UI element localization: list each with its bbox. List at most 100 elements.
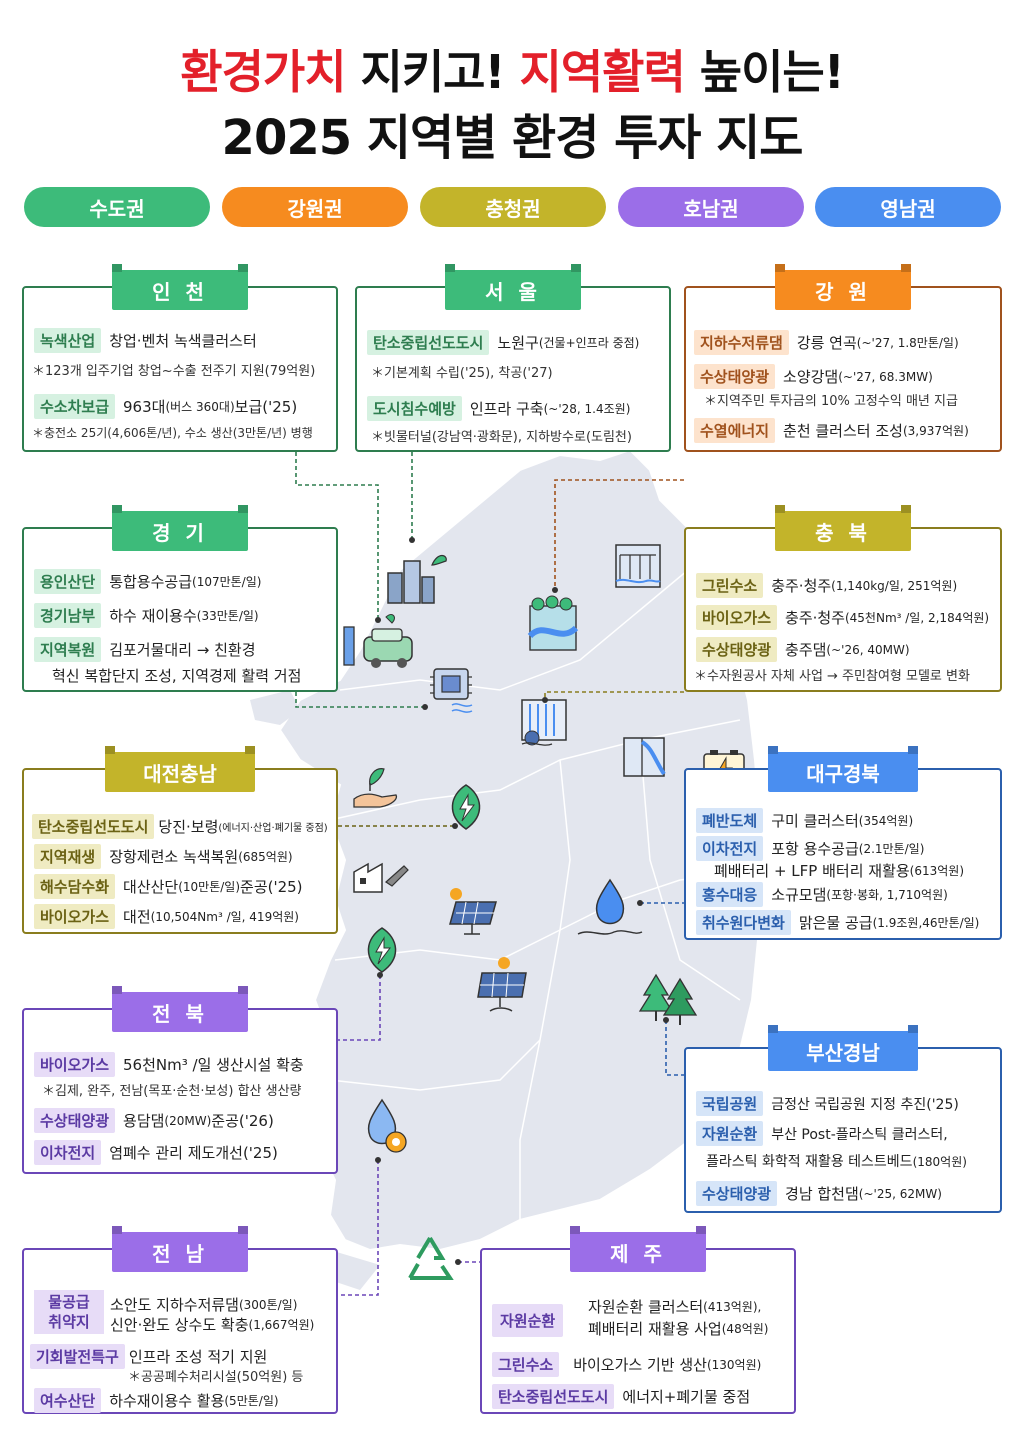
gangwon-small-2: (~'27, 68.3MW) (838, 369, 933, 384)
daejeon-tag-3: 해수담수화 (34, 874, 116, 899)
seoul-text-2: 인프라 구축 (469, 400, 544, 418)
seoul-note-2: ＊빗물터널(강남역·광화문), 지하방수로(도림천) (371, 430, 632, 445)
jeonbuk-text-1: 56천Nm³ /일 생산시설 확충 (123, 1056, 304, 1074)
jeonnam-tag-1a: 물공급 (48, 1293, 90, 1311)
water-gear-icon (367, 1098, 407, 1153)
gyeonggi-tag-1: 용인산단 (34, 569, 102, 594)
legend-honam: 호남권 (618, 187, 804, 227)
jeonnam-tag-1b: 취약지 (48, 1313, 90, 1331)
seoul-small-1: (건물+인프라 중점) (538, 336, 640, 350)
jeju-small-1b: (48억원) (721, 1322, 769, 1336)
jeju-text-2: 바이오가스 기반 생산 (573, 1356, 707, 1374)
gyeonggi-text-2: 하수 재이용수 (109, 607, 197, 625)
box-jeonnam: 전 남 물공급 취약지 소안도 지하수저류댐(300톤/일) 신안·완도 상수도… (22, 1232, 338, 1414)
jeonnam-tag-1: 물공급 취약지 (34, 1290, 104, 1334)
chungbuk-note-1: ＊수자원공사 자체 사업 → 주민참여형 모델로 변화 (694, 669, 970, 684)
incheon-text-2b: 보급('25) (234, 398, 298, 416)
jeju-row-1: 자원순환 클러스터(413억원), (588, 1296, 761, 1317)
seoul-note-1: ＊기본계획 수립('25), 착공('27) (371, 366, 553, 381)
jeonnam-small-3: (5만톤/일) (224, 1394, 279, 1408)
seoul-text-1: 노원구 (497, 334, 539, 352)
daegu-small-2b: (613억원) (909, 864, 965, 878)
busan-text-3: 경남 합천댐 (785, 1185, 859, 1203)
daegu-small-3: (포항·봉화, 1,710억원) (826, 888, 948, 902)
gangwon-small-3: (3,937억원) (902, 424, 969, 438)
recycle-icon (408, 1236, 454, 1280)
chungbuk-small-3: (~'26, 40MW) (826, 642, 910, 657)
busan-small-3: (~'25, 62MW) (858, 1186, 942, 1201)
incheon-text-2: 963대 (123, 398, 166, 416)
jeonbuk-tag-2: 수상태양광 (34, 1108, 116, 1133)
jeju-tag-1-wrap: 자원순환 (492, 1304, 571, 1337)
daegu-tag-3: 홍수대응 (696, 882, 764, 907)
jeju-title: 제 주 (570, 1232, 706, 1272)
jeonbuk-tag-1: 바이오가스 (34, 1052, 116, 1077)
dam-spillway-icon (623, 737, 666, 777)
waterfall-gear-icon (521, 699, 567, 746)
chungbuk-tag-3: 수상태양광 (696, 637, 778, 662)
gyeonggi-small-2: (33만톤/일) (196, 609, 259, 623)
gangwon-title: 강 원 (775, 270, 911, 310)
jeonbuk-title: 전 북 (112, 992, 248, 1032)
daejeon-small-4: (10,504Nm³ /일, 419억원) (150, 910, 299, 924)
jeonbuk-text-2b: 준공('26) (211, 1112, 274, 1130)
daegu-text-2b: 폐배터리 + LFP 배터리 재활용 (714, 862, 910, 880)
jeju-text-1: 자원순환 클러스터 (588, 1298, 704, 1316)
gangwon-note-1: ＊지역주민 투자금의 10% 고정수익 매년 지급 (704, 394, 958, 409)
connector-dots (375, 537, 669, 1265)
gyeonggi-text-4: 혁신 복합단지 조성, 지역경제 활력 거점 (52, 667, 302, 685)
gyeonggi-tag-2: 경기남부 (34, 603, 102, 628)
legend-sudo: 수도권 (24, 187, 210, 227)
busan-tag-2: 자원순환 (696, 1121, 764, 1146)
jeonnam-text-2: 인프라 조성 적기 지원 (128, 1348, 268, 1366)
gangwon-text-1: 강릉 연곡 (796, 334, 857, 352)
seoul-title: 서 울 (445, 270, 581, 310)
gyeonggi-text-1: 통합용수공급 (109, 573, 193, 591)
page-title-line2: 2025 지역별 환경 투자 지도 (221, 110, 804, 166)
jeju-tag-3: 탄소중립선도도시 (492, 1384, 615, 1409)
gangwon-text-2: 소양강댐 (783, 368, 839, 386)
title-text-2: 높이는! (684, 45, 845, 99)
gyeonggi-row-2: 경기남부 하수 재이용수(33만톤/일) (34, 603, 259, 628)
jeonnam-text-1b: 신안·완도 상수도 확충 (110, 1316, 249, 1334)
daegu-title: 대구경북 (768, 752, 918, 792)
daejeon-text-3b: 준공('25) (240, 878, 303, 896)
busan-tag-1: 국립공원 (696, 1091, 764, 1116)
daegu-text-1: 구미 클러스터 (771, 812, 859, 830)
solar-panel-icon (449, 888, 497, 935)
daegu-small-2: (2.1만톤/일) (858, 842, 925, 856)
jeju-tag-1: 자원순환 (492, 1304, 564, 1337)
jeju-small-2: (130억원) (706, 1358, 762, 1372)
daegu-row-2b: 폐배터리 + LFP 배터리 재활용(613억원) (714, 860, 964, 881)
gangwon-tag-3: 수열에너지 (694, 418, 776, 443)
daegu-text-2: 포항 용수공급 (771, 840, 859, 858)
chungbuk-text-2: 충주·청주 (785, 609, 845, 627)
gangwon-tag-1: 지하수저류댐 (694, 330, 789, 355)
incheon-title: 인 천 (112, 270, 248, 310)
island-ganghwa (250, 690, 300, 725)
gyeonggi-title: 경 기 (112, 511, 248, 551)
forest-trees-icon (638, 973, 698, 1025)
busan-small-2b: (180억원) (912, 1154, 967, 1169)
jeonbuk-row-1: 바이오가스 56천Nm³ /일 생산시설 확충 (34, 1052, 304, 1077)
connector-lines (295, 452, 684, 1296)
chungbuk-small-2: (45천Nm³ /일, 2,184억원) (844, 611, 990, 625)
